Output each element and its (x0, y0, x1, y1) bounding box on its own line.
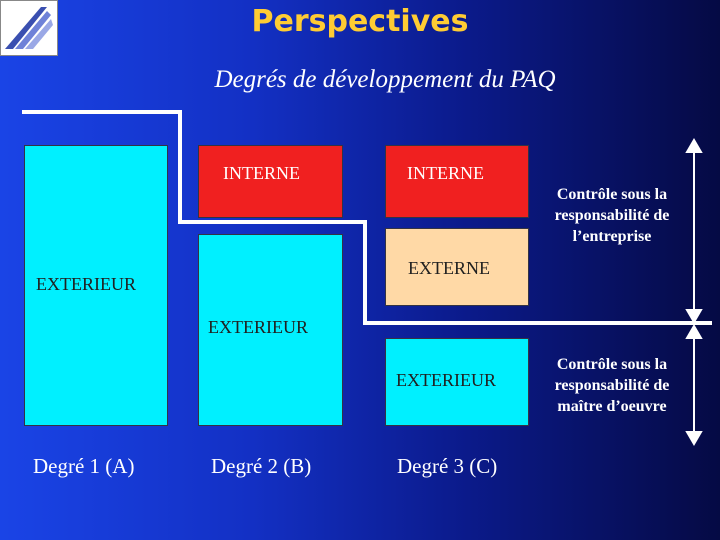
degree-3-externe-label: EXTERNE (408, 258, 490, 278)
company-logo (0, 0, 58, 56)
degree-2-interne-label: INTERNE (223, 163, 300, 183)
degree-2-label: Degré 2 (B) (211, 454, 312, 478)
degree-3-exterieur-label: EXTERIEUR (396, 370, 496, 390)
page-title: Perspectives (251, 4, 469, 39)
degree-3-interne-label: INTERNE (407, 163, 484, 183)
degree-1-exterieur-label: EXTERIEUR (36, 274, 136, 294)
degree-2-exterieur-label: EXTERIEUR (208, 317, 308, 337)
degree-2-exterieur-box (198, 234, 343, 426)
upper-control-note: Contrôle sous la responsabilité de l’ent… (554, 186, 670, 245)
lower-control-note: Contrôle sous la responsabilité de maîtr… (554, 356, 670, 415)
degree-3-label: Degré 3 (C) (397, 454, 498, 478)
upper-arrow (685, 138, 703, 324)
degree-3-exterieur-box (385, 338, 529, 426)
degree-3-externe-box (385, 228, 529, 306)
page-subtitle: Degrés de développement du PAQ (214, 66, 556, 93)
degree-1-label: Degré 1 (A) (33, 454, 135, 478)
lower-arrow (685, 324, 703, 446)
degree-3-interne-box (385, 145, 529, 218)
degree-2-interne-box (198, 145, 343, 218)
degree-1-exterieur-box (24, 145, 168, 426)
